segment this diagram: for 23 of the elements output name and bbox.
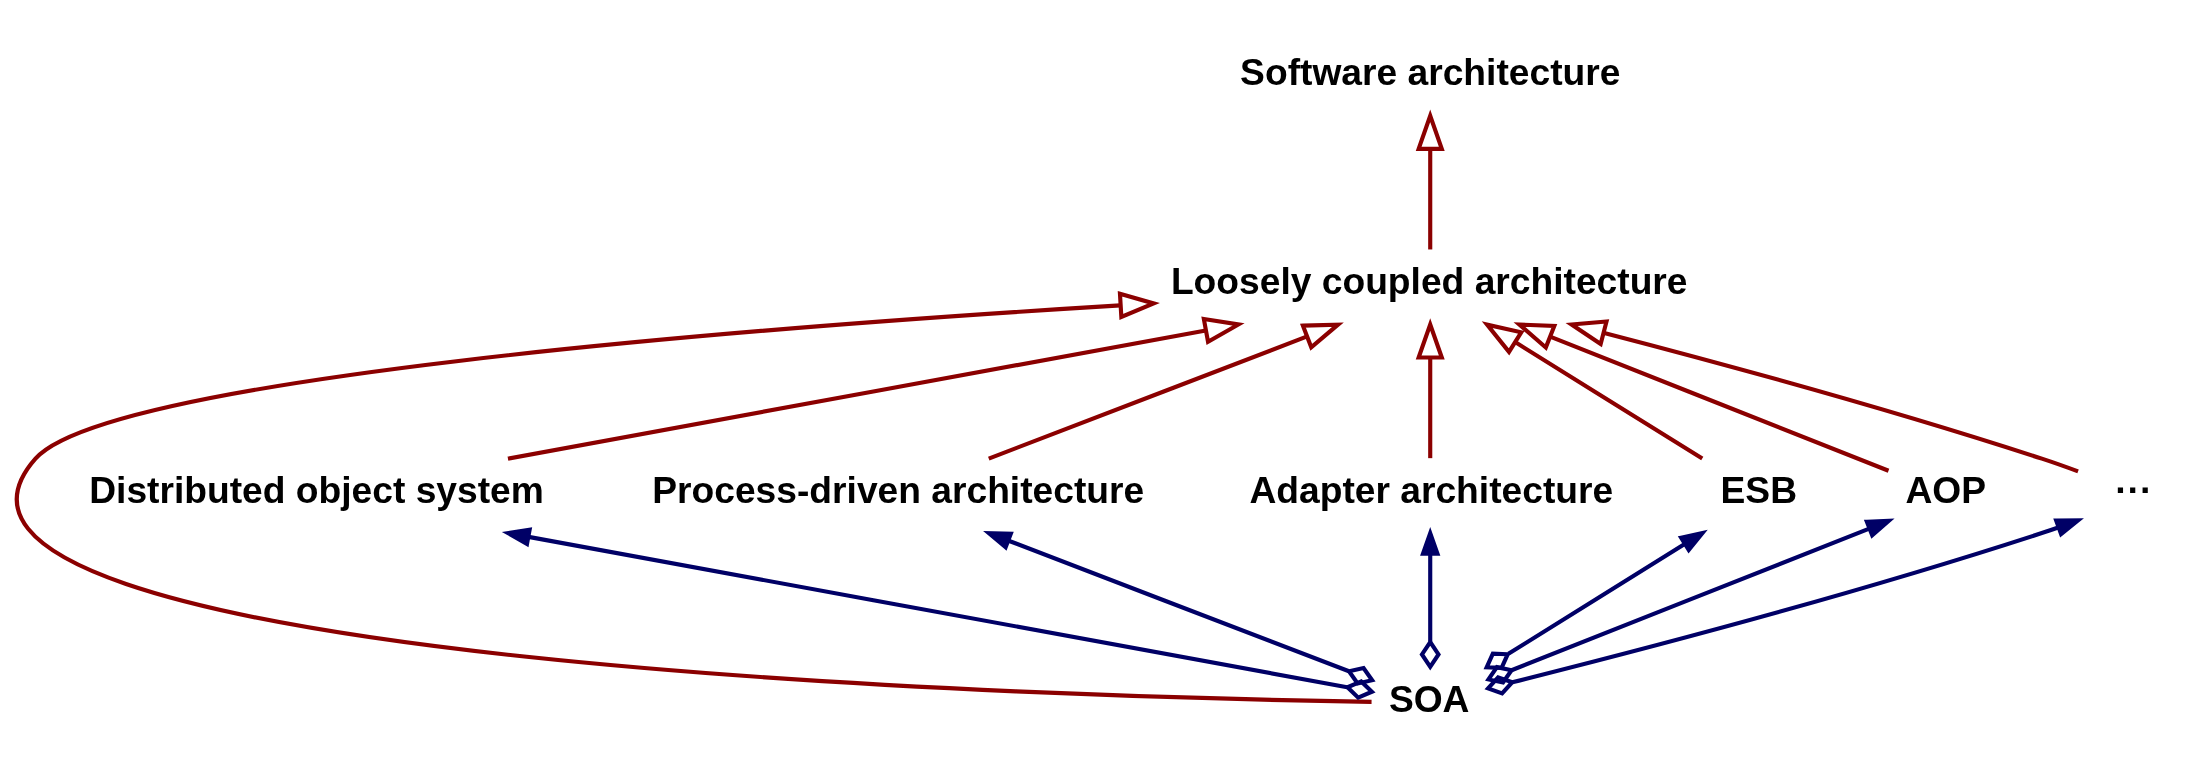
arrow [1415,318,1445,459]
arrow [1485,518,1895,685]
node-text: AOP [1905,468,1987,511]
arrow [501,527,1376,701]
arrow [1415,109,1445,250]
arrow [1481,321,1704,461]
arrow [507,316,1245,461]
node-text: Distributed object system [89,468,544,511]
arrow [1483,529,1708,670]
node-text: SOA [1388,677,1470,720]
arrow [1419,526,1441,671]
arrow [988,322,1344,461]
arrow [1513,322,1890,473]
node-text: Loosely coupled architecture [1170,260,1688,303]
arrow [16,291,1372,704]
node-text: Adapter architecture [1249,468,1614,511]
arrow [1565,319,2079,474]
node-text: Process-driven architecture [652,468,1145,511]
arrow [1484,518,2084,696]
node-text: ESB [1720,468,1797,511]
node-text: ··· [2115,468,2153,511]
node-text: Software architecture [1240,51,1621,94]
arrow [983,530,1376,686]
